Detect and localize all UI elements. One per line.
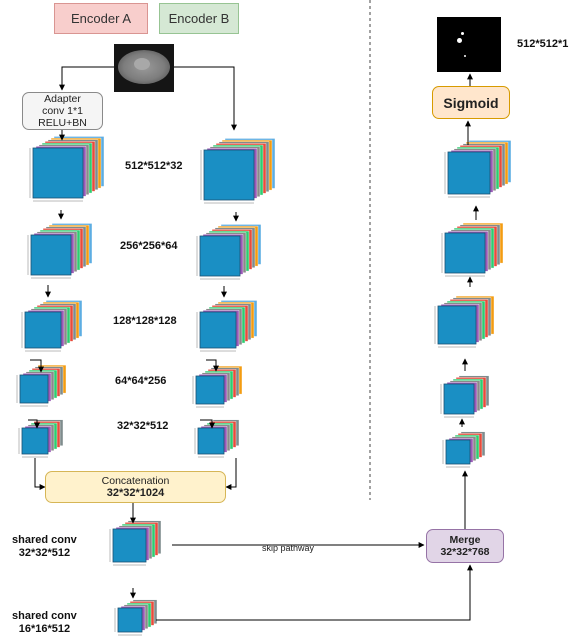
merge-title: Merge [449, 534, 481, 546]
shared-conv-block-1 [109, 520, 162, 566]
encoder-b-label: Encoder B [159, 3, 239, 34]
adapter-activation: RELU+BN [38, 117, 87, 129]
merge-box: Merge 32*32*768 [426, 529, 504, 563]
encoder-a-label: Encoder A [54, 3, 148, 34]
encoder-b-block-4 [192, 365, 243, 408]
shared-conv-2-title: shared conv [12, 610, 77, 622]
arrow-ct-to-encoder-b [174, 66, 237, 131]
shared-conv-block-2 [114, 599, 158, 636]
encoder-a-block-5 [18, 419, 64, 458]
shared-conv-2-size: 16*16*512 [18, 623, 71, 635]
shared-conv-1-label: shared conv 32*32*512 [12, 534, 77, 560]
arrow-b-to-concat [225, 458, 237, 490]
concatenation-box: Concatenation 32*32*1024 [45, 471, 226, 503]
arrow-ct-to-adapter [59, 66, 116, 91]
decoder-block-4 [441, 222, 504, 277]
merge-size: 32*32*768 [440, 546, 490, 558]
decoder-block-2 [440, 375, 490, 418]
output-mask-image [437, 17, 501, 72]
decoder-block-3 [434, 295, 495, 348]
decoder-block-5 [444, 140, 512, 198]
encoder-a-block-3 [21, 300, 83, 352]
encoder-b-block-3 [196, 300, 258, 352]
concatenation-size: 32*32*1024 [106, 487, 165, 499]
arrow-a-to-concat [34, 458, 46, 490]
arrow-b-3 [206, 359, 219, 372]
encoder-a-block-2 [27, 223, 93, 279]
adapter-box: Adapter conv 1*1 RELU+BN [22, 92, 103, 130]
encoder-a-block-1 [29, 136, 105, 202]
skip-pathway-label: skip pathway [262, 543, 315, 553]
output-size-label: 512*512*1 [517, 38, 569, 50]
arrow-a-3 [30, 359, 44, 373]
level-label-4: 64*64*256 [115, 375, 167, 387]
concatenation-title: Concatenation [101, 475, 170, 487]
ct-scan-image [114, 44, 174, 92]
sigmoid-box: Sigmoid [432, 86, 510, 119]
shared-conv-2-label: shared conv 16*16*512 [12, 610, 77, 636]
arrow-b-4 [200, 419, 215, 429]
level-label-2: 256*256*64 [120, 240, 178, 252]
decoder-block-1 [442, 431, 486, 468]
adapter-title: Adapter [44, 93, 81, 105]
level-label-5: 32*32*512 [117, 420, 169, 432]
encoder-b-block-1 [200, 138, 276, 204]
adapter-conv: conv 1*1 [42, 105, 83, 117]
level-label-3: 128*128*128 [113, 315, 177, 327]
arrow-a-4 [28, 419, 40, 429]
encoder-b-block-2 [196, 224, 262, 280]
shared-conv-1-size: 32*32*512 [18, 547, 71, 559]
encoder-b-block-5 [194, 419, 240, 458]
level-label-1: 512*512*32 [125, 160, 183, 172]
shared-conv-1-title: shared conv [12, 534, 77, 546]
arrow-shared-to-merge [156, 564, 473, 621]
